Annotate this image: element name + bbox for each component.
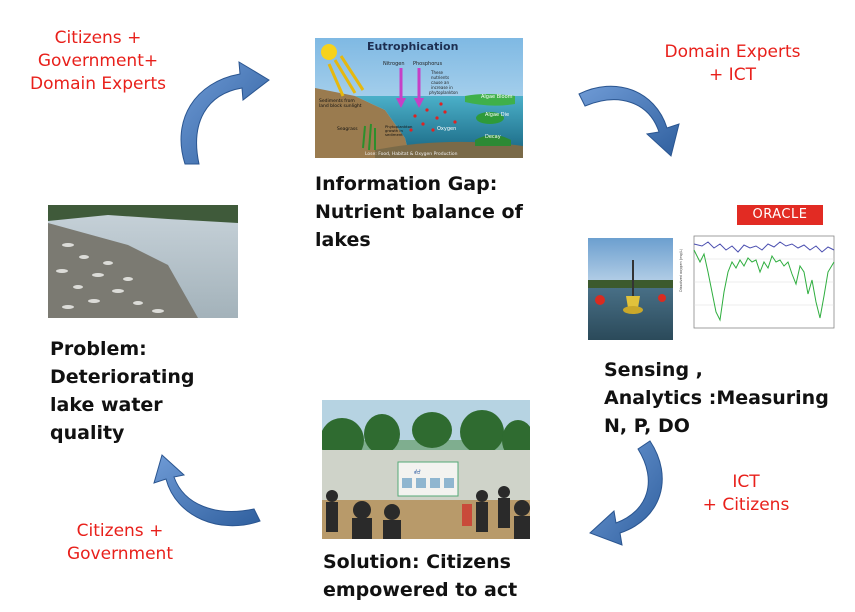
cycle-arrow-top-right	[575, 80, 685, 160]
oracle-logo: ORACLE	[737, 205, 823, 225]
cycle-arrow-bottom-left	[150, 454, 262, 530]
chart-series-green	[693, 249, 835, 322]
svg-text:Lose: Food, Habitat & Oxygen P: Lose: Food, Habitat & Oxygen Production	[365, 151, 458, 157]
svg-text:phytoplankton: phytoplankton	[429, 90, 458, 95]
cycle-arrow-top-left	[165, 60, 275, 170]
svg-text:increase in: increase in	[431, 85, 453, 90]
svg-text:Decay: Decay	[485, 134, 501, 140]
svg-text:Seagrass: Seagrass	[337, 126, 358, 132]
svg-text:sediment: sediment	[385, 132, 403, 137]
curved-arrow-icon	[153, 454, 261, 527]
svg-text:nutrients: nutrients	[431, 75, 449, 80]
eutrophication-title: Eutrophication	[367, 40, 458, 53]
svg-text:Nitrogen: Nitrogen	[383, 61, 405, 67]
stage-information-gap: Information Gap: Nutrient balance of lak…	[315, 173, 523, 251]
sun-icon	[321, 44, 337, 60]
label-citizens-government-experts: Citizens + Government+ Domain Experts	[30, 28, 166, 94]
svg-text:growth in: growth in	[385, 128, 403, 133]
chart-series-blue	[693, 241, 835, 253]
eutrophication-diagram: Eutrophication Nitrogen Phosphorus These…	[315, 38, 523, 158]
svg-text:cause an: cause an	[431, 80, 449, 85]
lake-buoy-photo	[588, 238, 673, 340]
stage-solution: Solution: Citizens empowered to act	[323, 551, 518, 601]
cycle-arrow-bottom-right	[588, 437, 673, 547]
label-citizens-government: Citizens + Government	[66, 521, 174, 564]
stage-sensing: Sensing , Analytics :Measuring N, P, DO	[604, 359, 829, 437]
svg-text:Algae Bloom: Algae Bloom	[481, 94, 513, 100]
svg-text:Sediments from: Sediments from	[319, 98, 355, 104]
svg-text:Phosphorus: Phosphorus	[413, 61, 442, 67]
svg-text:Phytoplankton: Phytoplankton	[385, 124, 413, 129]
svg-text:Oxygen: Oxygen	[437, 126, 456, 132]
svg-text:Dissolved oxygen (mg/L): Dissolved oxygen (mg/L)	[679, 248, 683, 292]
svg-text:Algae Die: Algae Die	[485, 112, 509, 118]
curved-arrow-icon	[578, 85, 680, 157]
citizens-meeting-photo: ಕೆರೆ	[322, 400, 530, 539]
svg-text:These: These	[430, 70, 444, 75]
curved-arrow-icon	[589, 440, 663, 546]
svg-text:land block sunlight: land block sunlight	[319, 103, 362, 109]
svg-text:ಕೆರೆ: ಕೆರೆ	[414, 469, 421, 476]
polluted-lake-photo	[48, 205, 238, 318]
label-ict-citizens: ICT + Citizens	[702, 472, 790, 515]
dissolved-oxygen-chart: Dissolved oxygen (mg/L)	[678, 232, 838, 344]
stage-problem: Problem: Deteriorating lake water qualit…	[50, 338, 195, 444]
curved-arrow-icon	[180, 61, 270, 165]
label-experts-ict: Domain Experts + ICT	[664, 42, 801, 85]
